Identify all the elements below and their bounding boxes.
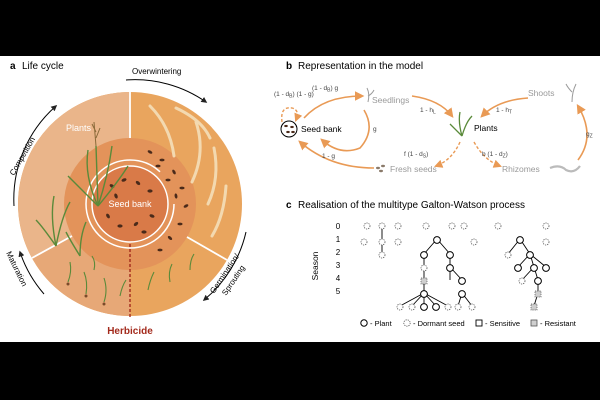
- panel-b-letter: b: [286, 61, 292, 72]
- panel-b-title: Representation in the model: [298, 61, 423, 72]
- season-tick-label: 0: [336, 222, 341, 231]
- seed-dots-inner: [106, 178, 155, 234]
- dormant-seed-nodes: [360, 222, 550, 311]
- rate-g: g: [373, 126, 377, 133]
- overwintering-label: Overwintering: [132, 67, 181, 76]
- rate-fS: f (1 - dS): [404, 151, 428, 160]
- rate-hL: 1 - hL: [420, 107, 436, 116]
- cycle-arrow: [85, 159, 175, 249]
- rhizome-icon: [549, 165, 581, 173]
- node-fresh-seeds: Fresh seeds: [390, 164, 437, 174]
- season-ticks: 0 1 2 3 4 5: [336, 222, 341, 296]
- node-plants: Plants: [474, 123, 498, 133]
- legend-plant-icon: [360, 319, 368, 327]
- herbicide-label: Herbicide: [107, 326, 153, 337]
- legend-sensitive-icon: [475, 319, 483, 327]
- season-tick-label: 1: [336, 235, 341, 244]
- shoot-icon: [565, 83, 577, 103]
- plants-label: Plants: [66, 123, 92, 133]
- rate-sb-seedlings: (1 - dB) g: [312, 85, 338, 94]
- node-shoots: Shoots: [528, 88, 554, 98]
- plant-seedheads: [91, 121, 101, 147]
- panel-a-title: Life cycle: [22, 61, 64, 72]
- season-tick-label: 5: [336, 287, 341, 296]
- legend-sensitive: - Sensitive: [485, 319, 520, 328]
- rhizomes-drawing: [148, 104, 228, 238]
- rate-hT: 1 - hT: [496, 107, 512, 116]
- season-axis-label: Season: [310, 251, 320, 280]
- arrow-shoots-plants: [480, 97, 529, 118]
- season-tick-label: 3: [336, 261, 341, 270]
- seed-bank-icon-seeds: [284, 124, 295, 134]
- tree-nodes: [360, 222, 550, 311]
- seedlings-drawing: [67, 255, 127, 303]
- plant-nodes: [420, 236, 550, 311]
- panel-a: a Life cycle: [4, 61, 247, 337]
- arrow-sb-seedlings: [303, 91, 365, 119]
- panel-a-letter: a: [10, 61, 16, 72]
- legend-dormant-icon: [403, 319, 411, 327]
- node-seed-bank: Seed bank: [301, 124, 342, 134]
- legend-dormant: - Dormant seed: [413, 319, 465, 328]
- arrow-seedlings-plants: [411, 95, 454, 118]
- node-rhizomes: Rhizomes: [502, 164, 540, 174]
- legend: - Plant - Dormant seed - Sensitive - Res…: [360, 319, 577, 328]
- fresh-seeds-icon: [376, 164, 385, 173]
- competition-arrow: [13, 105, 58, 207]
- arrow-rhizomes-shoots: [576, 103, 588, 161]
- seed-bank-label: Seed bank: [108, 199, 152, 209]
- node-seedlings: Seedlings: [372, 95, 409, 105]
- sector-dividers: [31, 92, 228, 261]
- season-tick-label: 4: [336, 274, 341, 283]
- rate-one-minus-g: 1 - g: [322, 153, 335, 160]
- seedling-roots: [66, 282, 106, 306]
- figure-svg: a Life cycle: [4, 61, 593, 337]
- legend-resistant: - Resistant: [540, 319, 577, 328]
- seedling-icon: [366, 87, 375, 103]
- seed-bank-loop: [281, 107, 303, 123]
- panel-b: b Representation in the model Seed bank …: [274, 61, 593, 174]
- maturation-label: Maturation: [4, 250, 29, 288]
- rate-bZ: b (1 - dZ): [482, 151, 508, 160]
- seed-bank-icon: [280, 120, 298, 138]
- arrow-freshseeds-seedlings: [320, 109, 370, 152]
- shoots-drawing: [147, 253, 195, 291]
- panel-c-title: Realisation of the multitype Galton-Wats…: [298, 200, 525, 211]
- resistant-nodes: [420, 277, 542, 311]
- germination-arrow: [202, 231, 247, 301]
- legend-resistant-icon: [530, 319, 538, 327]
- legend-plant: - Plant: [370, 319, 393, 328]
- rate-gZ: gZ: [586, 131, 593, 140]
- arrow-plants-freshseeds: [434, 141, 461, 168]
- panel-c: c Realisation of the multitype Galton-Wa…: [286, 200, 577, 328]
- arrow-freshseeds-seedbank: [298, 140, 375, 169]
- overwintering-arrow: [125, 79, 208, 103]
- season-tick-label: 2: [336, 248, 341, 257]
- rate-sb-loop: (1 - dB) (1 - g): [274, 91, 314, 100]
- seed-dots-middle: [147, 150, 189, 252]
- figure-panel: a Life cycle: [0, 56, 600, 342]
- maturation-arrow: [18, 250, 45, 295]
- plant-icon: [449, 111, 473, 137]
- panel-c-letter: c: [286, 200, 292, 211]
- plants-drawing: [35, 145, 129, 257]
